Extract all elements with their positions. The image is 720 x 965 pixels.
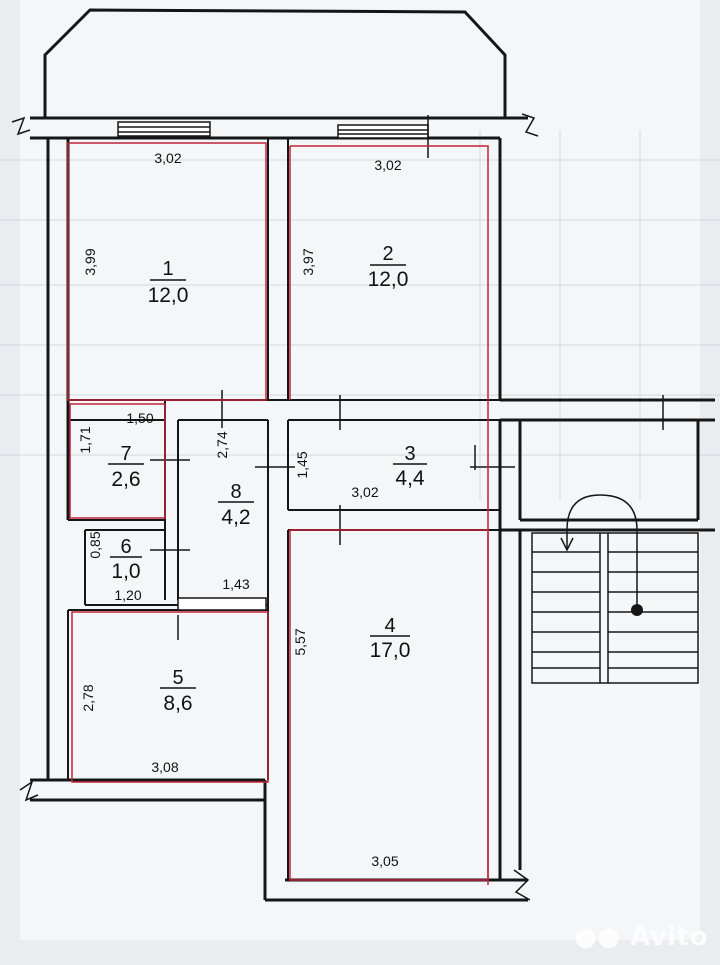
room-6-height-dim: 0,85	[87, 531, 103, 558]
break-marks	[11, 113, 539, 901]
room-6-width-dim: 1,20	[114, 587, 141, 603]
room-outlines	[67, 142, 489, 885]
avito-logo-icon: ●●	[574, 922, 621, 952]
outer-walls	[30, 116, 715, 902]
room-5-width-dim: 3,08	[151, 759, 178, 775]
avito-watermark: ●● Avito	[574, 922, 708, 952]
room-3-number: 3	[404, 443, 415, 465]
room-4-width-dim: 3,05	[371, 853, 398, 869]
room-1-number: 1	[162, 258, 173, 280]
room-4-number: 4	[384, 615, 395, 637]
room-4-height-dim: 5,57	[292, 628, 308, 655]
room-6-number: 6	[120, 536, 131, 558]
background-table-lines	[0, 130, 720, 500]
room-5-area: 8,6	[163, 692, 192, 715]
room-3-area: 4,4	[395, 467, 425, 490]
staircase	[531, 494, 699, 684]
room-2-number: 2	[382, 243, 393, 265]
room-7-height-dim: 1,71	[77, 426, 93, 453]
room-8-area: 4,2	[221, 506, 250, 529]
room-5-number: 5	[172, 667, 183, 689]
room-2-height-dim: 3,97	[300, 248, 316, 275]
room-8-number: 8	[230, 481, 241, 503]
staircase-start-dot	[631, 604, 643, 616]
room-7-area: 2,6	[111, 468, 140, 491]
loggia-outline	[43, 8, 507, 118]
room-1-height-dim: 3,99	[82, 248, 98, 275]
room-3-height-dim: 1,45	[294, 451, 310, 478]
room-1-width-dim: 3,02	[154, 150, 181, 166]
room-7-number: 7	[120, 443, 131, 465]
room-4-area: 17,0	[370, 639, 411, 662]
avito-watermark-text: Avito	[630, 922, 708, 952]
room-6-area: 1,0	[111, 560, 140, 583]
windows	[117, 121, 429, 139]
door-marks	[150, 115, 664, 640]
room-2-width-dim: 3,02	[374, 157, 401, 173]
room-3-width-dim: 3,02	[351, 484, 378, 500]
room-7-width-dim: 1,50	[126, 410, 153, 426]
room-2-area: 12,0	[368, 268, 409, 291]
room-8-height-dim: 2,74	[214, 431, 230, 458]
room-1-area: 12,0	[148, 284, 189, 307]
room-8-width-dim: 1,43	[222, 576, 249, 592]
room-5-height-dim: 2,78	[80, 684, 96, 711]
paper-sheet	[20, 0, 700, 940]
